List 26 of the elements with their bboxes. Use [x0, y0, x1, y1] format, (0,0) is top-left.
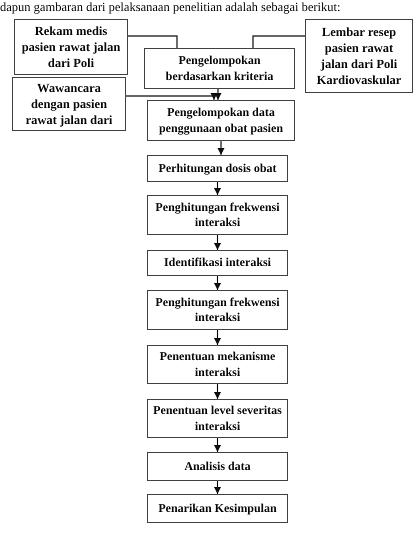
- connector-line: [252, 35, 305, 48]
- arrow: [214, 438, 221, 452]
- arrow: [218, 141, 224, 155]
- process-box: Lembar resep pasien rawat jalan dari Poli Kardiovaskular: [305, 19, 413, 93]
- connector-line: [128, 35, 178, 48]
- intro-sentence: dapun gambaran dari pelaksanaan penelitian adalah sebagai berikut:: [0, 0, 340, 15]
- process-box: Penentuan level severitas interaksi: [147, 399, 288, 438]
- process-box: Rekam medis pasien rawat jalan dari Poli: [14, 19, 128, 75]
- arrow: [214, 330, 221, 345]
- arrow: [126, 93, 218, 100]
- arrow: [214, 235, 221, 250]
- process-box: Penarikan Kesimpulan: [147, 494, 288, 523]
- arrow: [214, 481, 221, 494]
- arrow: [214, 276, 221, 290]
- process-box: Penghitungan frekwensi interaksi: [147, 290, 288, 330]
- process-box: Pengelompokan berdasarkan kriteria: [144, 48, 295, 89]
- process-box: Pengelompokan data penggunaan obat pasien: [147, 100, 295, 141]
- arrow: [214, 384, 221, 399]
- process-box: Perhitungan dosis obat: [147, 155, 288, 182]
- process-box: Penentuan mekanisme interaksi: [147, 345, 288, 384]
- arrow: [214, 182, 221, 195]
- process-box: Analisis data: [147, 452, 288, 481]
- process-box: Wawancara dengan pasien rawat jalan dari: [12, 77, 126, 131]
- process-box: Penghitungan frekwensi interaksi: [147, 195, 288, 235]
- process-box: Identifikasi interaksi: [147, 250, 288, 276]
- arrow: [214, 89, 222, 100]
